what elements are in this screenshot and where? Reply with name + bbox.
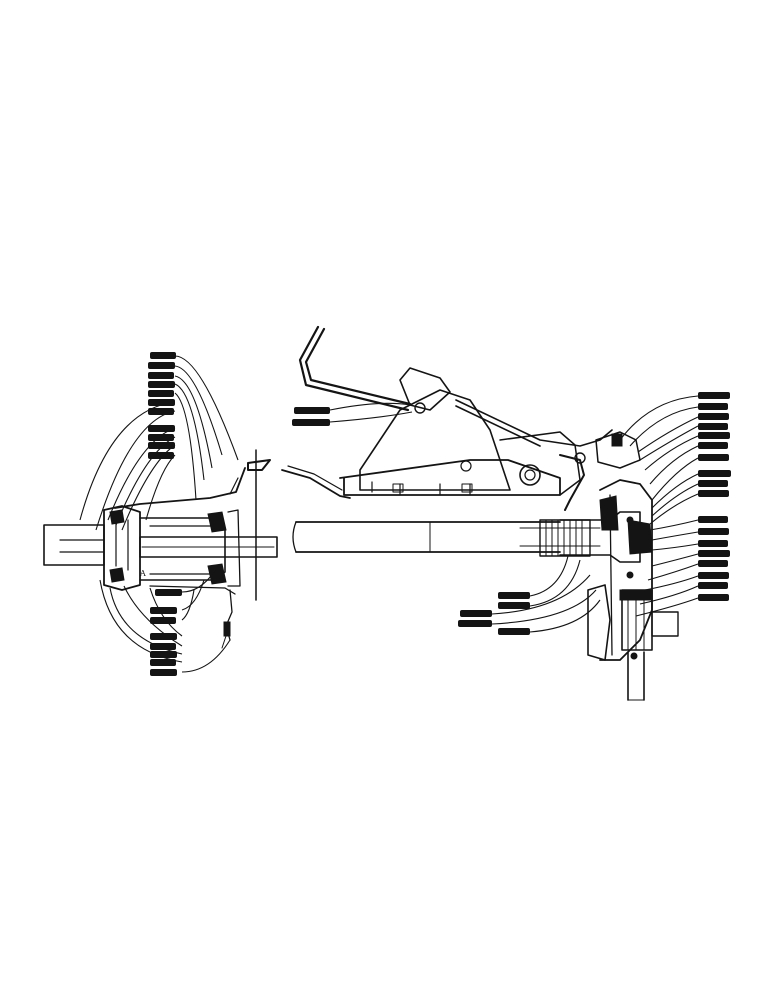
- callout-label: [155, 589, 182, 596]
- callout-label: [148, 425, 175, 432]
- callout-label: [498, 628, 530, 635]
- callout-label: [698, 413, 729, 420]
- mark-a: A: [139, 569, 146, 578]
- callout-label: [148, 390, 174, 397]
- left-callout-labels: [148, 352, 182, 676]
- callout-label: [698, 528, 729, 535]
- callout-label: [150, 607, 177, 614]
- callout-label: [148, 408, 174, 415]
- callout-label: [698, 392, 730, 399]
- callout-label: [150, 669, 177, 676]
- callout-label: [458, 620, 492, 627]
- callout-label: [698, 540, 728, 547]
- callout-label: [294, 407, 330, 414]
- right-assembly: [281, 325, 731, 701]
- callout-label: [698, 470, 731, 477]
- callout-label: [698, 560, 728, 567]
- left-assembly: A: [43, 352, 278, 676]
- callout-label: [150, 643, 176, 650]
- callout-label: [460, 610, 492, 617]
- callout-label: [698, 582, 728, 589]
- callout-label: [498, 602, 530, 609]
- callout-label: [698, 594, 729, 601]
- callout-label: [148, 399, 175, 406]
- callout-label: [148, 452, 174, 459]
- callout-label: [148, 434, 174, 441]
- callout-label: [698, 454, 729, 461]
- callout-label: [698, 480, 728, 487]
- callout-label: [698, 442, 728, 449]
- callout-label: [292, 419, 330, 426]
- callout-label: [698, 550, 730, 557]
- callout-label: [698, 432, 730, 439]
- callout-label: [498, 592, 530, 599]
- callout-label: [148, 362, 175, 369]
- callout-label: [698, 572, 729, 579]
- callout-label: [148, 442, 175, 449]
- callout-label: [698, 490, 729, 497]
- right-callout-labels: [292, 392, 731, 635]
- callout-label: [150, 651, 177, 658]
- callout-label: [698, 423, 728, 430]
- callout-label: [698, 403, 728, 410]
- callout-label: [148, 372, 174, 379]
- callout-label: [150, 352, 176, 359]
- callout-label: [150, 633, 177, 640]
- callout-label: [150, 617, 176, 624]
- callout-label: [698, 516, 728, 523]
- callout-label: [148, 381, 175, 388]
- callout-label: [150, 659, 176, 666]
